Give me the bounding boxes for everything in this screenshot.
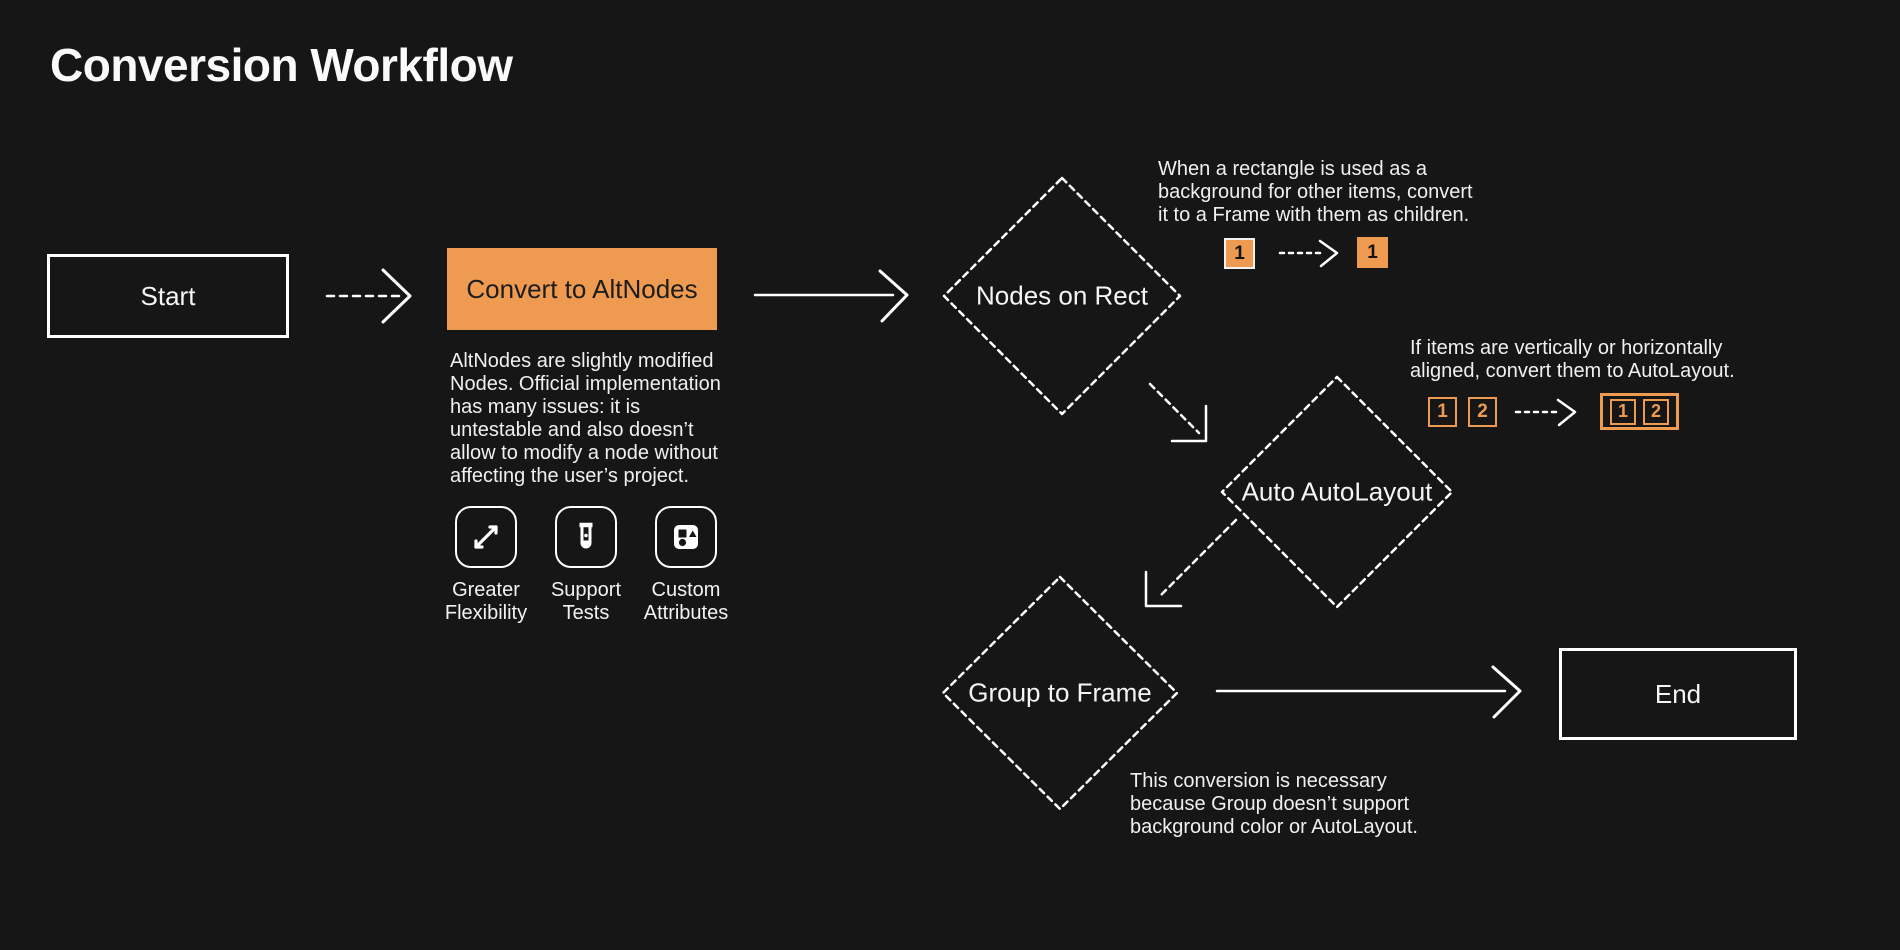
- group-conversion-note: This conversion is necessary because Gro…: [1130, 770, 1418, 839]
- feature-greater-flexibility: Greater Flexibility: [441, 506, 531, 625]
- feature-label: Custom Attributes: [643, 579, 729, 624]
- autolayout-to-group-dashed-arrow-line: [1159, 518, 1238, 597]
- rect-to-autolayout-arrowhead-icon: [1170, 404, 1208, 443]
- altnodes-description-line: allow to modify a node without: [450, 442, 718, 464]
- altnodes-description-line: Nodes. Official implementation: [450, 373, 721, 395]
- altnodes-description-line: has many issues: it is: [450, 396, 641, 418]
- autolayout-note-before-item-1: 1: [1428, 397, 1457, 427]
- nodes-on-rect-label: Nodes on Rect: [976, 280, 1148, 311]
- rect-note-line: it to a Frame with them as children.: [1158, 204, 1470, 226]
- end-node: End: [1559, 648, 1797, 740]
- rect-note-after-item: 1: [1357, 237, 1388, 268]
- autolayout-to-group-arrowhead-icon: [1144, 570, 1183, 608]
- autolayout-note-line: aligned, convert them to AutoLayout.: [1410, 360, 1735, 382]
- feature-label: Support Tests: [550, 579, 622, 624]
- altnodes-description: AltNodes are slightly modified Nodes. Of…: [450, 350, 721, 488]
- altnodes-description-line: AltNodes are slightly modified: [450, 350, 714, 372]
- feature-custom-attributes: Custom Attributes: [641, 506, 731, 625]
- convert-to-altnodes-node: Convert to AltNodes: [447, 248, 717, 330]
- autolayout-conversion-note: If items are vertically or horizontally …: [1410, 337, 1735, 383]
- autolayout-note-after-item-2: 2: [1643, 398, 1669, 425]
- start-to-convert-arrowhead-icon: [381, 268, 412, 324]
- rect-to-autolayout-dashed-arrow-line: [1148, 382, 1201, 435]
- group-note-line: background color or AutoLayout.: [1130, 816, 1418, 838]
- start-node-label: Start: [140, 280, 196, 311]
- autolayout-note-after-group: 1 2: [1600, 393, 1679, 430]
- convert-to-rect-arrowhead-icon: [878, 269, 909, 323]
- rect-note-before-item: 1: [1224, 238, 1255, 269]
- rect-note-line: background for other items, convert: [1158, 181, 1473, 203]
- test-tube-icon: [555, 506, 617, 568]
- group-to-frame-label: Group to Frame: [968, 677, 1152, 708]
- rect-note-line: When a rectangle is used as a: [1158, 158, 1428, 180]
- group-to-end-arrowhead-icon: [1491, 665, 1522, 719]
- altnodes-feature-list: Greater Flexibility Support Tests: [441, 506, 731, 625]
- end-node-label: End: [1654, 678, 1702, 709]
- altnodes-description-line: affecting the user’s project.: [450, 465, 690, 487]
- group-note-line: This conversion is necessary: [1130, 770, 1387, 792]
- autolayout-note-arrowhead-icon: [1556, 398, 1577, 427]
- autolayout-note-line: If items are vertically or horizontally: [1410, 337, 1723, 359]
- altnodes-description-line: untestable and also doesn’t: [450, 419, 694, 441]
- auto-autolayout-label: Auto AutoLayout: [1241, 476, 1433, 507]
- autolayout-note-before-item-2: 2: [1468, 397, 1497, 427]
- rect-conversion-note: When a rectangle is used as a background…: [1158, 158, 1473, 227]
- convert-to-altnodes-label: Convert to AltNodes: [466, 273, 698, 304]
- autolayout-note-after-item-1: 1: [1610, 398, 1636, 425]
- feature-support-tests: Support Tests: [541, 506, 631, 625]
- page-title: Conversion Workflow: [50, 39, 513, 91]
- rect-note-arrowhead-icon: [1318, 239, 1339, 268]
- shapes-icon: [655, 506, 717, 568]
- feature-label: Greater Flexibility: [444, 579, 528, 624]
- group-note-line: because Group doesn’t support: [1130, 793, 1410, 815]
- start-node: Start: [47, 254, 289, 338]
- expand-arrows-icon: [455, 506, 517, 568]
